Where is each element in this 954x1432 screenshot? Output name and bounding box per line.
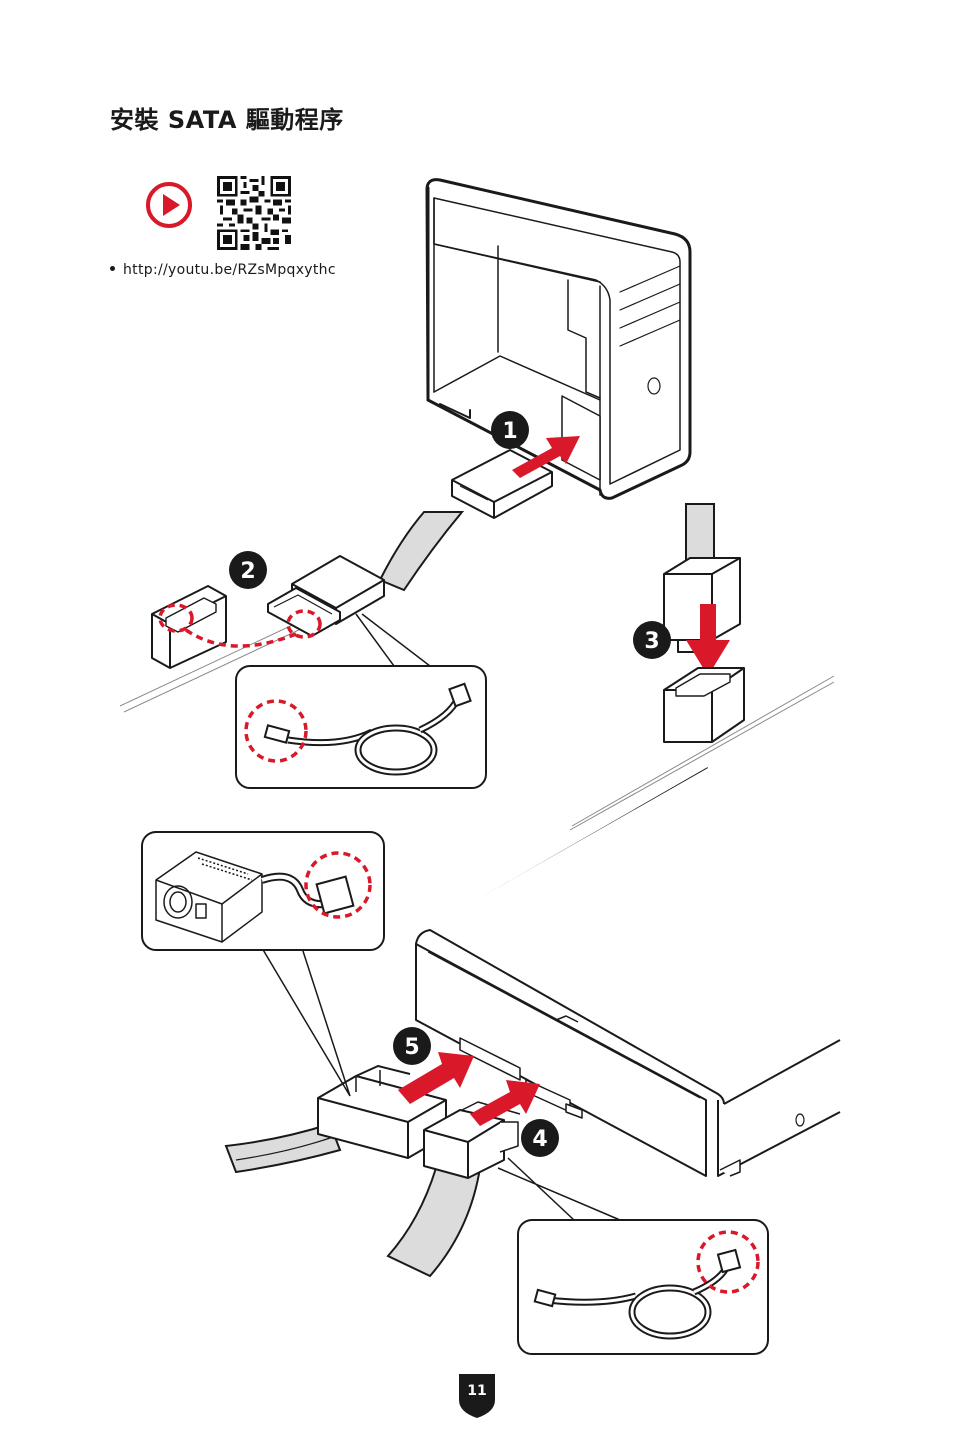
sata-cable-vertical (686, 504, 714, 560)
power-connector (318, 1066, 446, 1158)
hard-drive-small (452, 450, 552, 518)
step-number-3: 3 (644, 629, 659, 654)
motherboard-sata-port-right (664, 668, 744, 742)
step-badge-4 (521, 1119, 559, 1157)
board-guide-lines-right (570, 676, 834, 830)
arrow-3 (686, 604, 730, 676)
callout-line-5 (262, 948, 350, 1096)
sata-connector-left (268, 556, 384, 636)
step-badge-1 (491, 411, 529, 449)
step-badge-3 (633, 621, 671, 659)
step-number-1: 1 (502, 419, 517, 444)
sata-cable-step4 (388, 1168, 480, 1276)
sata-cable-flat (380, 512, 462, 590)
step-number-4: 4 (532, 1127, 547, 1152)
sata-connector-step4 (424, 1102, 520, 1178)
page-title: 安裝 SATA 驅動程序 (110, 100, 344, 135)
pc-case-illustration (427, 180, 690, 499)
step-number-5: 5 (404, 1035, 419, 1060)
arrow-1 (512, 436, 580, 478)
sata-connector-right (664, 558, 740, 652)
callout-line-4 (498, 1158, 620, 1220)
arrow-5 (398, 1052, 474, 1104)
hard-drive-large (416, 768, 840, 1176)
callout-line-2 (356, 614, 430, 666)
video-link[interactable]: http://youtu.be/RZsMpqxythc (110, 262, 336, 278)
cable-callout-panel-bottom (518, 1220, 768, 1354)
board-guide-lines-left (120, 614, 320, 712)
step-badge-5 (393, 1027, 431, 1065)
qr-code-icon[interactable] (217, 176, 291, 250)
power-cable-bundle (226, 1124, 340, 1172)
psu-callout-panel (142, 832, 384, 950)
bullet-icon (110, 266, 115, 271)
page-number: 11 (457, 1383, 497, 1399)
arrow-4 (470, 1080, 540, 1126)
play-circle-icon[interactable] (145, 181, 193, 229)
motherboard-sata-port-left (152, 586, 226, 668)
connection-highlight-2 (160, 605, 320, 646)
step-number-2: 2 (240, 559, 255, 584)
video-url[interactable]: http://youtu.be/RZsMpqxythc (123, 262, 336, 278)
step-badge-2 (229, 551, 267, 589)
cable-callout-panel-top (236, 666, 486, 788)
